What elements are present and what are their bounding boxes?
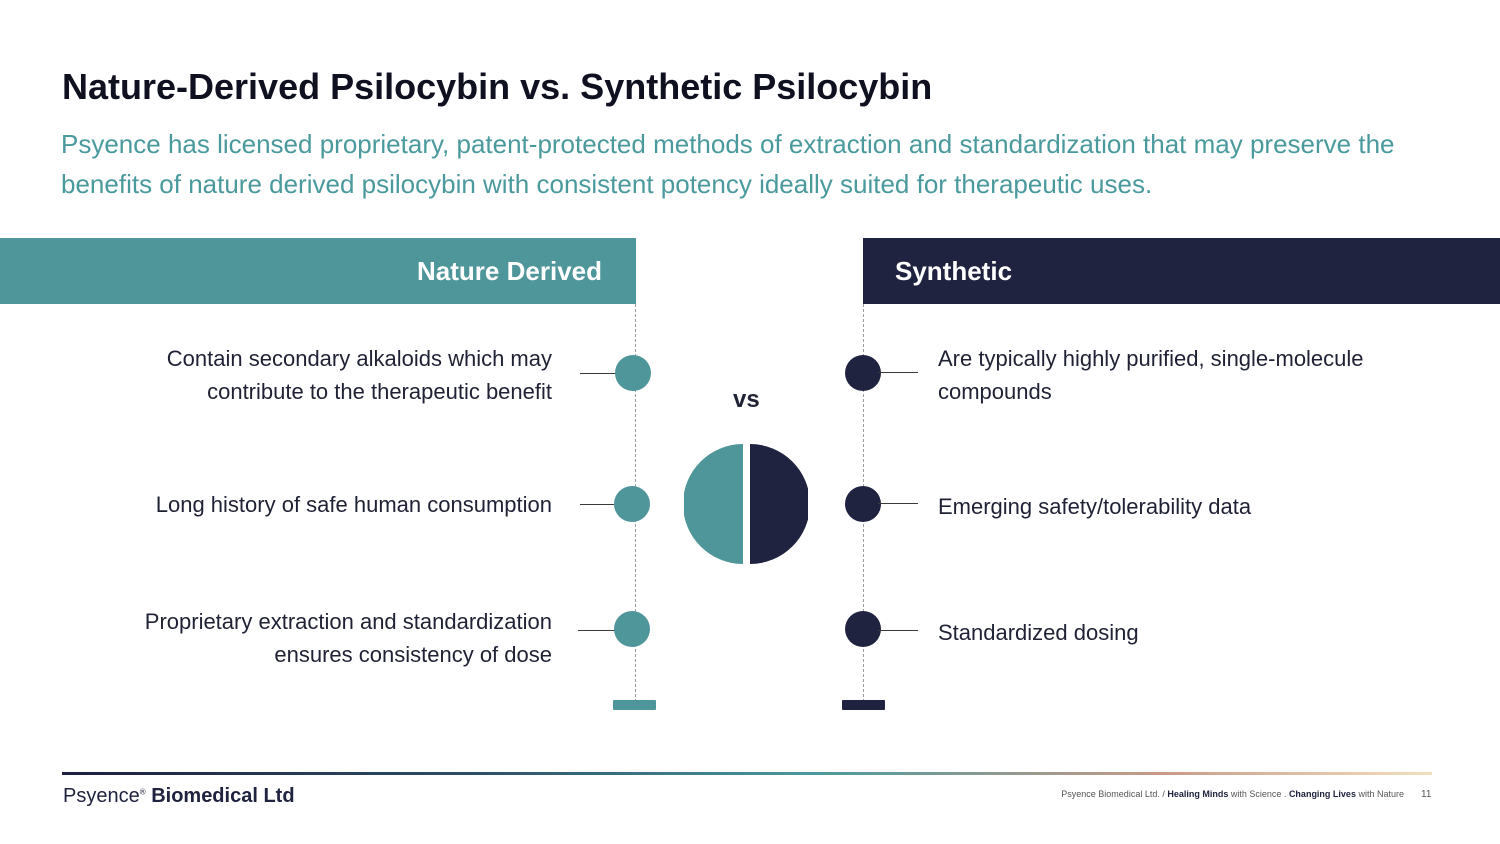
nature-derived-header: Nature Derived: [0, 238, 636, 304]
synthetic-connector-1: [878, 372, 918, 373]
synthetic-connector-3: [878, 630, 918, 631]
footer-healing-minds: Healing Minds: [1167, 789, 1229, 799]
split-circle-navy-half: [750, 444, 808, 564]
footer-with-science: with Science .: [1230, 789, 1287, 799]
synthetic-bullet-dot-3: [845, 611, 881, 647]
nature-item-1: Contain secondary alkaloids which may co…: [166, 346, 552, 404]
nature-derived-header-label: Nature Derived: [417, 255, 602, 286]
synthetic-bullet-dot-1: [845, 355, 881, 391]
nature-timeline-base: [613, 700, 656, 710]
nature-item-2: Long history of safe human consumption: [155, 492, 552, 517]
page-title: Nature-Derived Psilocybin vs. Synthetic …: [62, 66, 933, 107]
logo-word-biomedical: Biomedical Ltd: [151, 785, 295, 807]
nature-connector-3: [578, 630, 618, 631]
nature-connector-2: [580, 504, 620, 505]
footer-company: Psyence Biomedical Ltd. /: [1061, 789, 1165, 799]
synthetic-connector-2: [878, 503, 918, 504]
synthetic-header: Synthetic: [863, 238, 1500, 304]
company-logo: Psyence® Biomedical Ltd: [63, 785, 295, 807]
synthetic-header-label: Synthetic: [895, 255, 1013, 286]
nature-item-3: Proprietary extraction and standardizati…: [144, 609, 552, 667]
synthetic-timeline-base: [842, 700, 885, 710]
synthetic-bullet-dot-2: [845, 486, 881, 522]
vs-label: vs: [733, 386, 760, 413]
nature-bullet-dot-2: [614, 486, 650, 522]
footer-tagline: Psyence Biomedical Ltd. / Healing Minds …: [1061, 789, 1404, 799]
nature-bullet-dot-3: [614, 611, 650, 647]
split-circle-teal-half: [684, 444, 743, 564]
nature-connector-1: [580, 373, 620, 374]
footer-gradient-divider: [62, 772, 1432, 775]
footer-with-nature: with Nature: [1358, 789, 1404, 799]
footer-changing-lives: Changing Lives: [1288, 789, 1356, 799]
logo-word-psyence: Psyence: [63, 785, 140, 807]
synthetic-item-1: Are typically highly purified, single-mo…: [938, 346, 1364, 404]
synthetic-item-3: Standardized dosing: [938, 620, 1139, 645]
nature-bullet-dot-1: [615, 355, 651, 391]
page-subtitle: Psyence has licensed proprietary, patent…: [61, 129, 1395, 199]
synthetic-item-2: Emerging safety/tolerability data: [938, 494, 1252, 519]
page-number: 11: [1421, 789, 1432, 800]
split-circle-icon: [684, 444, 808, 564]
